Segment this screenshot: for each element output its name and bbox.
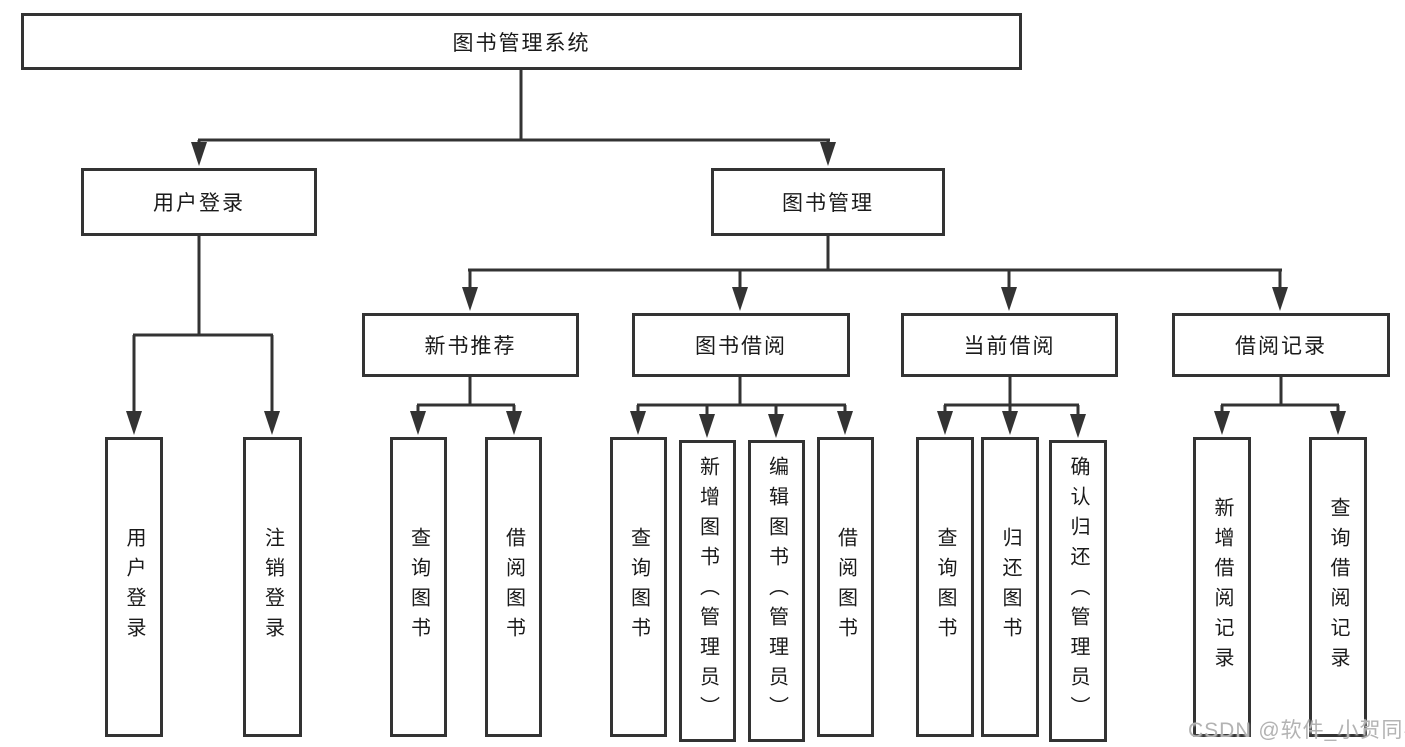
connector-new-book-group bbox=[410, 375, 522, 435]
connector-borrow-records-group bbox=[1214, 375, 1346, 435]
node-current-borrow: 当前借阅 bbox=[901, 313, 1118, 377]
leaf-query-borrow-record-label: 查询借阅记录 bbox=[1327, 497, 1349, 677]
arrowhead-icon bbox=[837, 411, 853, 435]
arrowhead-icon bbox=[732, 287, 748, 311]
connector-book-borrow-group bbox=[630, 375, 853, 438]
node-borrow-records-label: 借阅记录 bbox=[1235, 335, 1327, 358]
leaf-query-books-current-label: 查询图书 bbox=[934, 527, 956, 647]
leaf-logout: 注销登录 bbox=[243, 437, 302, 737]
leaf-add-borrow-record: 新增借阅记录 bbox=[1193, 437, 1251, 737]
leaf-query-books-recommend: 查询图书 bbox=[390, 437, 447, 737]
connector-root-to-level2 bbox=[191, 68, 836, 166]
arrowhead-icon bbox=[1214, 411, 1230, 435]
node-book-borrow-label: 图书借阅 bbox=[695, 335, 787, 358]
leaf-query-books-borrow-label: 查询图书 bbox=[627, 527, 650, 647]
leaf-borrow-books-recommend-label: 借阅图书 bbox=[502, 527, 525, 647]
node-root-system: 图书管理系统 bbox=[21, 13, 1022, 70]
connector-user-login-group bbox=[126, 234, 280, 435]
arrowhead-icon bbox=[937, 411, 953, 435]
leaf-edit-books-admin: 编辑图书（管理员） bbox=[748, 440, 805, 742]
csdn-watermark: CSDN @软件_小贺同学 bbox=[1188, 719, 1405, 742]
arrowhead-icon bbox=[699, 414, 715, 438]
connector-current-borrow-group bbox=[937, 375, 1086, 438]
arrowhead-icon bbox=[462, 287, 478, 311]
leaf-borrow-books-label: 借阅图书 bbox=[834, 527, 857, 647]
node-current-borrow-label: 当前借阅 bbox=[963, 335, 1056, 358]
connector-book-management-to-level3 bbox=[462, 234, 1288, 311]
leaf-query-books-borrow: 查询图书 bbox=[610, 437, 667, 737]
arrowhead-icon bbox=[1272, 287, 1288, 311]
leaf-user-login: 用户登录 bbox=[105, 437, 163, 737]
leaf-add-borrow-record-label: 新增借阅记录 bbox=[1211, 497, 1233, 677]
leaf-logout-label: 注销登录 bbox=[261, 527, 284, 647]
arrowhead-icon bbox=[191, 142, 207, 166]
node-user-login: 用户登录 bbox=[81, 168, 317, 236]
arrowhead-icon bbox=[630, 411, 646, 435]
arrowhead-icon bbox=[126, 411, 142, 435]
node-book-borrow: 图书借阅 bbox=[632, 313, 850, 377]
arrowhead-icon bbox=[1330, 411, 1346, 435]
arrowhead-icon bbox=[410, 411, 426, 435]
node-book-management-label: 图书管理 bbox=[782, 192, 874, 215]
node-new-book-recommend-label: 新书推荐 bbox=[424, 335, 517, 358]
leaf-query-borrow-record: 查询借阅记录 bbox=[1309, 437, 1367, 737]
leaf-return-books-label: 归还图书 bbox=[999, 527, 1021, 647]
leaf-query-books-current: 查询图书 bbox=[916, 437, 974, 737]
leaf-user-login-label: 用户登录 bbox=[123, 527, 145, 647]
arrowhead-icon bbox=[820, 142, 836, 166]
leaf-edit-books-admin-label: 编辑图书（管理员） bbox=[765, 456, 788, 726]
node-borrow-records: 借阅记录 bbox=[1172, 313, 1390, 377]
arrowhead-icon bbox=[1070, 414, 1086, 438]
leaf-borrow-books: 借阅图书 bbox=[817, 437, 874, 737]
leaf-query-books-recommend-label: 查询图书 bbox=[407, 527, 430, 647]
node-root-label: 图书管理系统 bbox=[452, 31, 591, 55]
arrowhead-icon bbox=[264, 411, 280, 435]
arrowhead-icon bbox=[1001, 287, 1017, 311]
leaf-borrow-books-recommend: 借阅图书 bbox=[485, 437, 542, 737]
arrowhead-icon bbox=[1002, 411, 1018, 435]
arrowhead-icon bbox=[768, 414, 784, 438]
leaf-confirm-return-admin-label: 确认归还（管理员） bbox=[1067, 456, 1089, 726]
leaf-add-books-admin: 新增图书（管理员） bbox=[679, 440, 736, 742]
node-new-book-recommend: 新书推荐 bbox=[362, 313, 579, 377]
leaf-add-books-admin-label: 新增图书（管理员） bbox=[696, 456, 719, 726]
node-book-management: 图书管理 bbox=[711, 168, 945, 236]
leaf-confirm-return-admin: 确认归还（管理员） bbox=[1049, 440, 1107, 742]
arrowhead-icon bbox=[506, 411, 522, 435]
node-user-login-label: 用户登录 bbox=[153, 192, 245, 215]
leaf-return-books: 归还图书 bbox=[981, 437, 1039, 737]
